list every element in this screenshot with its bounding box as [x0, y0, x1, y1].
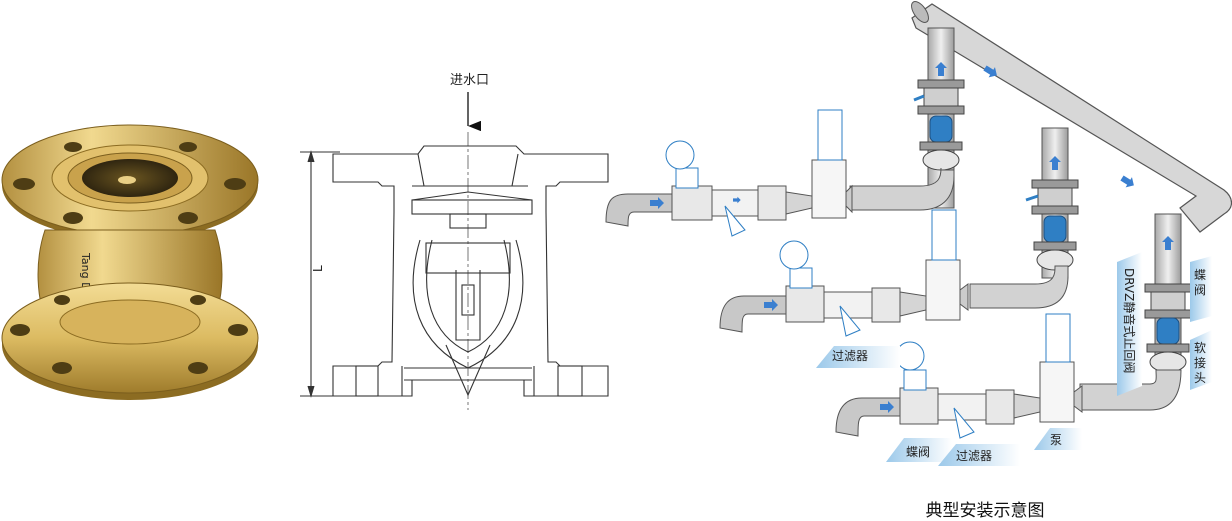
riser-valve-stack-3 [1144, 283, 1192, 373]
label-soft-joint: 软接头 [1190, 330, 1212, 390]
pump-train-2 [719, 209, 969, 337]
pump-train-3 [835, 313, 1083, 439]
riser-valve-stack-2 [1025, 179, 1079, 271]
typical-installation-diagram: 过滤器 蝶阀 过滤器 泵 DRVZ静音式止回阀 蝶阀 软接头 [605, 1, 1232, 466]
label-butterfly-valve-right: 蝶阀 [1190, 256, 1212, 322]
label-pump: 泵 [1034, 428, 1082, 450]
inlet-label: 进水口 [450, 73, 489, 88]
diagram-caption: 典型安装示意图 [925, 501, 1045, 521]
label-filter-upper: 过滤器 [816, 346, 900, 368]
svg-text:蝶阀: 蝶阀 [1194, 267, 1206, 297]
length-dimension-label: L [311, 265, 325, 272]
svg-text:DRVZ静音式止回阀: DRVZ静音式止回阀 [1122, 268, 1137, 373]
svg-text:蝶阀: 蝶阀 [906, 444, 930, 459]
svg-text:泵: 泵 [1050, 433, 1062, 447]
label-butterfly-valve-lower: 蝶阀 [886, 438, 952, 462]
valve-section-drawing: 进水口 L [300, 73, 609, 410]
pump-train-1 [605, 109, 853, 237]
label-check-valve: DRVZ静音式止回阀 [1117, 252, 1142, 396]
header-pipe [911, 3, 1232, 233]
svg-text:过滤器: 过滤器 [956, 449, 992, 463]
check-valve-photo: Tang DN150 1.6 [1, 124, 259, 400]
label-filter-lower: 过滤器 [938, 444, 1020, 466]
flange-bolt-holes [13, 142, 246, 224]
svg-text:过滤器: 过滤器 [832, 349, 868, 363]
svg-text:软接头: 软接头 [1194, 341, 1206, 385]
riser-valve-stack-1 [913, 79, 965, 171]
